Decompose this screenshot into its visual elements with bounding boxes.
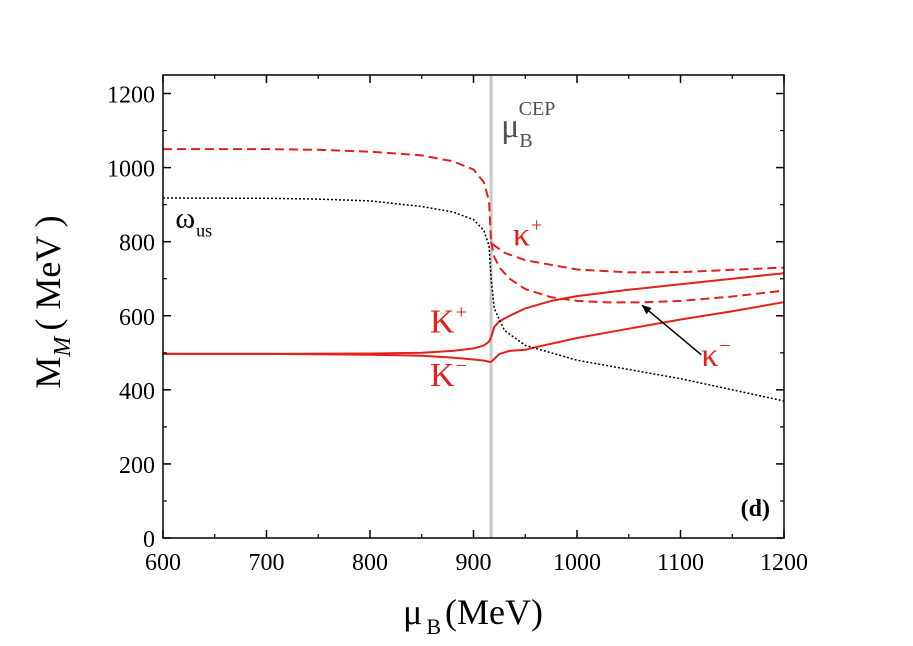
x-tick-label: 700 xyxy=(249,550,285,576)
series-annotation-2: K+ xyxy=(430,301,467,340)
y-axis-title-unit: ( MeV ) xyxy=(28,215,68,330)
cep-label-sup: CEP xyxy=(519,98,556,120)
series-annotation-1: κ+ xyxy=(513,214,542,253)
series-annotation-base: K xyxy=(430,303,455,340)
y-tick-label: 200 xyxy=(119,453,155,479)
y-tick-label: 400 xyxy=(119,379,155,405)
cep-label-sub: B xyxy=(519,130,532,152)
cep-label: μB CEP xyxy=(501,98,555,152)
series-annotation-base: κ xyxy=(701,337,718,374)
panel-label: (d) xyxy=(741,496,770,522)
y-tick-label: 600 xyxy=(119,305,155,331)
series-line-3 xyxy=(490,301,784,363)
series-line-5 xyxy=(490,241,784,304)
x-tick-label: 1200 xyxy=(760,550,808,576)
x-tick-label: 800 xyxy=(352,550,388,576)
x-tick-label: 900 xyxy=(456,550,492,576)
series-annotation-3: K− xyxy=(430,355,467,394)
series-annotation-sup: − xyxy=(456,355,467,377)
series-annotation-sup: + xyxy=(456,301,467,323)
y-axis-title-sub: M xyxy=(50,335,76,358)
series-line-4 xyxy=(163,148,784,274)
cep-label-main: μ xyxy=(501,108,519,145)
series-annotation-sup: − xyxy=(719,335,730,357)
series-annotation-base: ω xyxy=(175,202,195,235)
x-axis-title-main: μ xyxy=(403,592,422,632)
plot-frame xyxy=(162,74,785,539)
y-tick-label: 0 xyxy=(143,527,155,553)
series-line-1 xyxy=(163,352,492,364)
x-tick-label: 1000 xyxy=(553,550,601,576)
y-axis-title-main: M xyxy=(28,357,68,389)
series-line-6 xyxy=(163,197,784,402)
x-axis-title-unit: (MeV) xyxy=(445,592,543,632)
y-tick-label: 800 xyxy=(119,231,155,257)
annotation-arrow xyxy=(641,304,702,356)
series-annotation-base: K xyxy=(430,357,455,394)
x-axis-title-sub: B xyxy=(426,614,441,639)
series-annotation-0: ωus xyxy=(175,202,212,241)
y-tick-label: 1000 xyxy=(107,157,155,183)
x-tick-label: 1100 xyxy=(657,550,704,576)
series-annotation-base: κ xyxy=(513,216,530,253)
x-tick-label: 600 xyxy=(145,550,181,576)
series-annotation-4: κ− xyxy=(701,335,730,374)
y-axis-title: MM ( MeV ) xyxy=(28,215,76,388)
series-group xyxy=(163,148,784,402)
series-annotation-sup: + xyxy=(531,214,542,236)
y-tick-label: 1200 xyxy=(107,83,155,109)
series-annotation-sub: us xyxy=(196,221,212,241)
series-line-2 xyxy=(490,272,784,338)
